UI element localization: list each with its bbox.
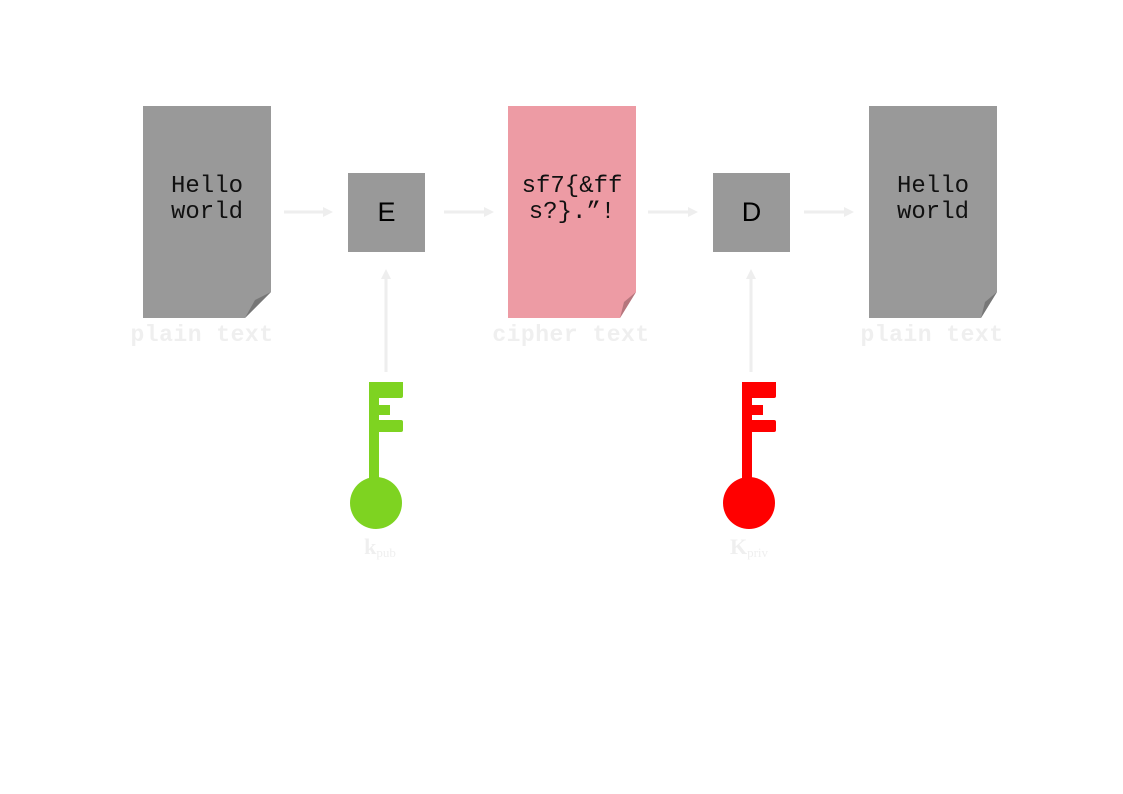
cipher-text-caption: cipher text [492, 322, 650, 348]
public-key-icon [348, 380, 408, 532]
plain-text-caption-right: plain text [860, 322, 1004, 348]
private-key-label: Kpriv [729, 534, 769, 560]
decrypt-box: D [713, 173, 790, 252]
encrypt-box: E [348, 173, 425, 252]
document-shape [508, 106, 636, 318]
private-key-icon [721, 380, 781, 532]
plain-text-caption-left: plain text [130, 322, 274, 348]
document-shape [143, 106, 271, 318]
public-key-label: kpub [364, 534, 396, 560]
document-shape [869, 106, 997, 318]
